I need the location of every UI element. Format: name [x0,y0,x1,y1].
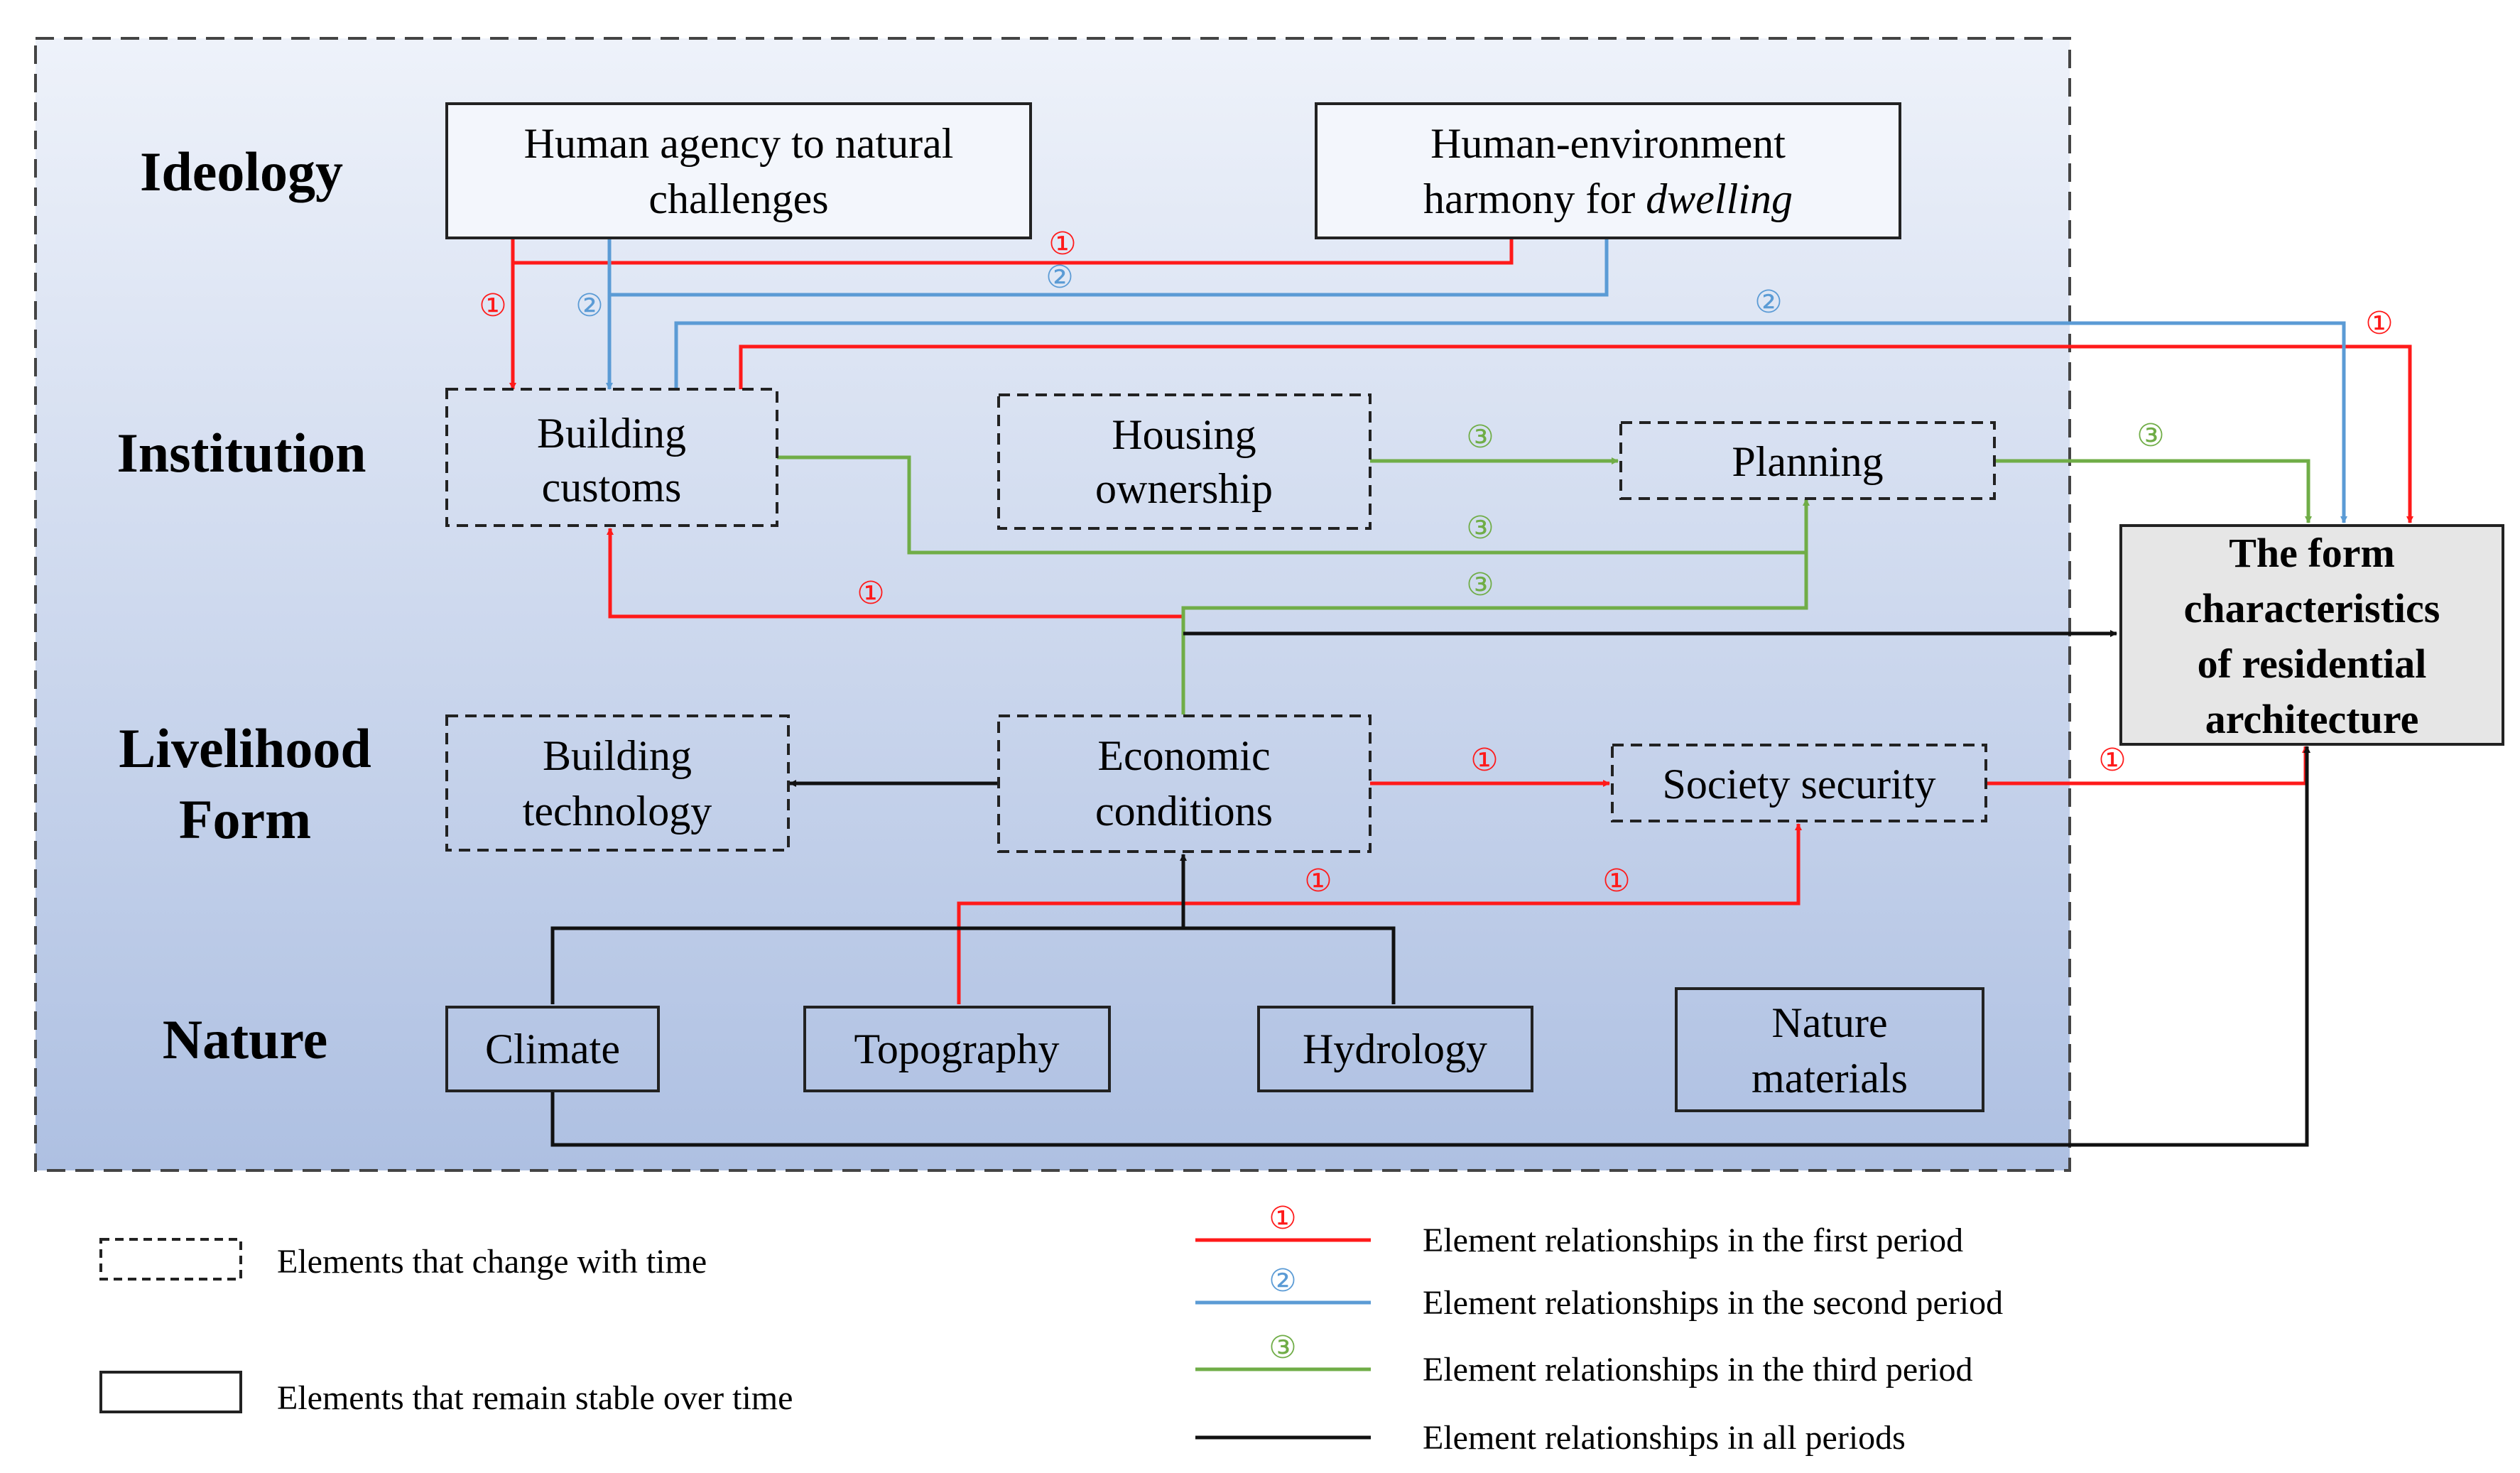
legend-second-label: Element relationships in the second peri… [1423,1284,2003,1322]
green-economy-to-planning [1181,553,1808,714]
economic-conditions-box [997,714,1372,853]
period-mark: ② [1754,285,1782,320]
red-ideology-link [511,238,1514,265]
housing-ownership-line1: Housing [1112,411,1256,458]
legend-third-label: Element relationships in the third perio… [1423,1351,1973,1388]
building-customs-box [445,388,778,527]
period-mark: ① [1304,864,1332,898]
hydrology-label: Hydrology [1303,1026,1487,1072]
legend-mark-third: ③ [1269,1330,1296,1365]
harmony-box [1315,102,1901,239]
layer-label-nature: Nature [163,1009,328,1070]
legend-solid-swatch [99,1371,242,1413]
building-customs-line1: Building [537,410,686,457]
red-nature-to-security [957,823,1802,1004]
black-climate-to-result [550,746,2310,1147]
housing-ownership-line2: ownership [1095,465,1273,512]
harmony-line2-prefix: harmony for [1423,175,1646,222]
legend-first-label: Element relationships in the first perio… [1423,1222,1963,1259]
topography-box [803,1006,1111,1092]
red-customs-to-result [739,344,2413,523]
harmony-line2: harmony for dwelling [1423,175,1793,222]
period-mark: ② [1046,260,1073,295]
legend-solid-label: Elements that remain stable over time [277,1379,793,1417]
result-line3: of residential [2198,641,2427,687]
green-planning-to-result [1994,459,2312,523]
hydrology-box [1257,1006,1533,1092]
climate-box [445,1006,660,1092]
harmony-line1: Human-environment [1430,120,1786,167]
period-mark: ① [2098,743,2126,778]
planning-box [1619,421,1996,500]
building-technology-line1: Building [543,732,692,779]
topography-label: Topography [854,1026,1059,1072]
period-mark: ② [575,288,603,323]
blue-ideology-link [607,238,1609,297]
period-mark: ③ [1466,420,1494,455]
nature-materials-line2: materials [1751,1055,1908,1102]
period-mark: ① [857,576,884,611]
layer-label-institution: Institution [116,422,366,484]
climate-label: Climate [485,1026,620,1072]
result-line1: The form [2229,530,2395,576]
period-mark: ① [1470,743,1498,778]
period-mark: ① [1602,864,1630,898]
result-line2: characteristics [2184,585,2440,631]
result-box [2119,524,2504,746]
period-mark: ① [1048,227,1076,261]
human-agency-line2: challenges [648,175,828,222]
society-security-box [1611,744,1987,822]
human-agency-line1: Human agency to natural [524,120,954,167]
legend-all-label: Element relationships in all periods [1423,1419,1906,1457]
green-customs-to-planning [777,455,1806,555]
economic-conditions-line1: Economic [1097,732,1270,779]
legend-mark-first: ① [1269,1201,1296,1236]
period-mark: ① [2365,306,2393,341]
nature-materials-box [1675,987,1984,1112]
black-nature-to-economy [550,926,1396,1004]
period-mark: ③ [2136,418,2164,453]
legend-dashed-swatch [99,1238,242,1281]
layer-label-ideology: Ideology [140,141,343,202]
human-agency-box [445,102,1032,239]
building-technology-box [445,714,790,852]
period-mark: ③ [1466,567,1494,602]
result-line4: architecture [2205,696,2419,742]
layer-label-form: Form [179,788,311,850]
period-mark: ① [479,288,506,323]
nature-materials-line1: Nature [1771,999,1887,1046]
harmony-line2-italic: dwelling [1646,175,1793,222]
period-mark: ③ [1466,511,1494,545]
blue-customs-to-result [674,321,2347,523]
legend-mark-second: ② [1269,1263,1296,1298]
red-economy-to-customs [607,528,1183,619]
planning-label: Planning [1732,438,1883,485]
building-technology-line2: technology [523,788,712,835]
economic-conditions-line2: conditions [1095,788,1273,835]
layer-label-livelihood: Livelihood [119,717,371,779]
building-customs-line2: customs [542,464,682,511]
legend: ① ② ③ Elements that change with time Ele… [99,1201,2003,1457]
legend-dashed-label: Elements that change with time [277,1243,707,1281]
society-security-label: Society security [1663,761,1936,808]
housing-ownership-box [997,393,1372,530]
